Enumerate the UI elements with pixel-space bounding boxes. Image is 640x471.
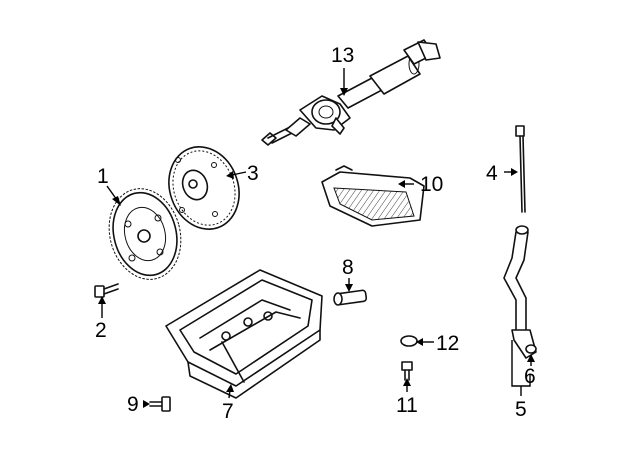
- callout-6: 6: [524, 365, 536, 388]
- callout-13: 13: [331, 44, 354, 67]
- callout-3: 3: [247, 162, 259, 185]
- flexplate-bolt[interactable]: [94, 283, 119, 298]
- callout-7: 7: [222, 400, 234, 423]
- callout-labels: 1 2 3 4 5 6 7 8 9 10 11 12 13: [95, 44, 536, 423]
- leader-lines: [98, 68, 535, 408]
- washer[interactable]: [400, 335, 418, 347]
- callout-2: 2: [95, 319, 107, 342]
- callout-1: 1: [97, 165, 109, 188]
- oil-pan[interactable]: [165, 269, 323, 399]
- o-ring[interactable]: [525, 344, 537, 354]
- callout-9: 9: [127, 393, 139, 416]
- callout-11: 11: [396, 394, 418, 417]
- callout-5: 5: [515, 398, 527, 421]
- torque-converter[interactable]: [158, 137, 251, 239]
- dipstick-tube[interactable]: [503, 225, 537, 359]
- pan-bolt[interactable]: [149, 396, 171, 412]
- pan-screw[interactable]: [401, 361, 413, 381]
- flexplate[interactable]: [99, 181, 190, 288]
- dipstick[interactable]: [515, 125, 526, 213]
- callout-12: 12: [436, 332, 459, 355]
- callout-4: 4: [486, 162, 498, 185]
- drive-shaft[interactable]: [261, 39, 441, 146]
- drain-plug[interactable]: [333, 289, 368, 306]
- callout-10: 10: [420, 173, 443, 196]
- transmission-filter[interactable]: [321, 165, 425, 227]
- callout-8: 8: [342, 256, 354, 279]
